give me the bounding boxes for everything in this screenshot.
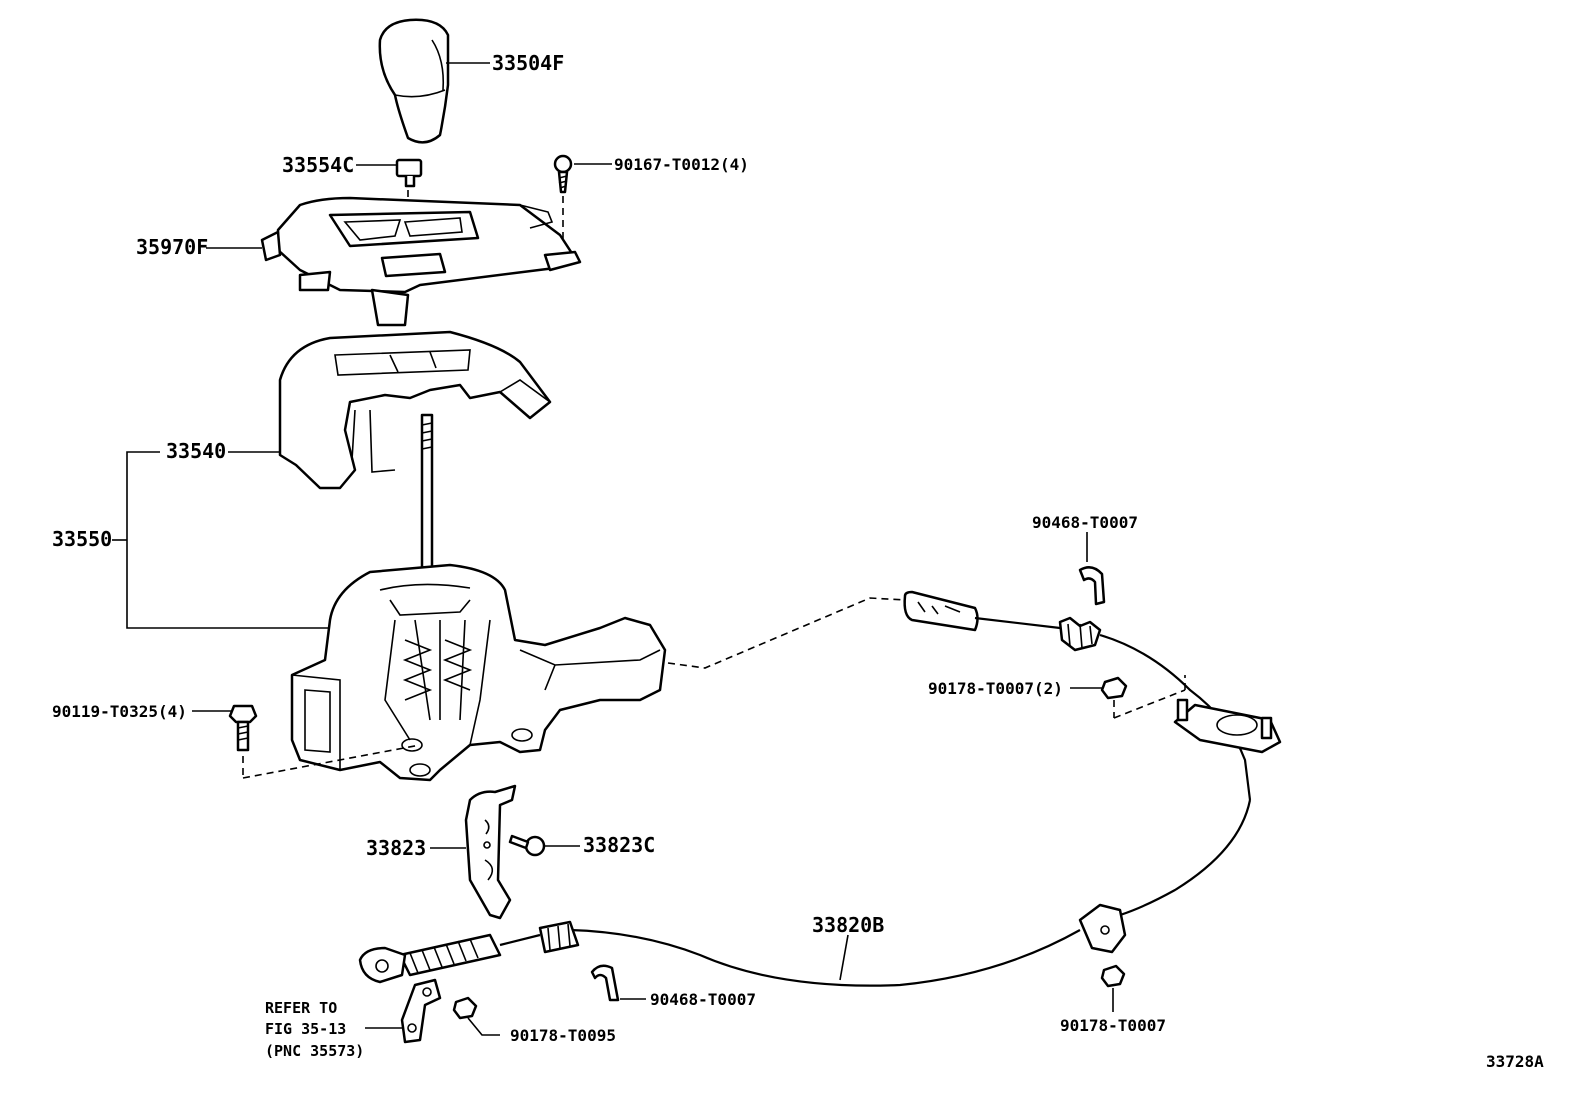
cable-mount-plate <box>1173 698 1282 754</box>
label-33504f: 33504F <box>492 51 564 75</box>
label-90178-upper: 90178-T0007(2) <box>928 679 1063 698</box>
label-35970f: 35970F <box>136 235 208 259</box>
label-90468-lower: 90468-T0007 <box>650 990 756 1009</box>
clip-90468-upper <box>1078 566 1106 606</box>
label-33540: 33540 <box>166 439 226 463</box>
cable-end-upper <box>903 590 1252 801</box>
nut-90178-upper <box>1100 676 1128 700</box>
bolt-33823c <box>508 834 546 857</box>
label-90178-right: 90178-T0007 <box>1060 1016 1166 1035</box>
shift-button-clip <box>395 158 423 188</box>
indicator-housing <box>260 196 582 327</box>
lever-base <box>290 563 667 782</box>
refer-line-2: FIG 35-13 <box>265 1020 346 1038</box>
label-90178-t0095: 90178-T0095 <box>510 1026 616 1045</box>
clip-90468-lower <box>590 964 620 1002</box>
label-90119: 90119-T0325(4) <box>52 702 187 721</box>
shift-cable <box>358 799 1252 987</box>
small-bracket <box>400 978 442 1044</box>
label-33823: 33823 <box>366 836 426 860</box>
nut-90178-right <box>1100 964 1126 988</box>
label-90167: 90167-T0012(4) <box>614 155 749 174</box>
label-33554c: 33554C <box>282 153 354 177</box>
lever-cover <box>278 330 552 490</box>
figure-id: 33728A <box>1486 1052 1544 1071</box>
bolt-90119 <box>228 704 258 752</box>
label-33820b: 33820B <box>812 913 884 937</box>
screw-90167 <box>553 154 573 194</box>
shift-knob <box>378 18 450 144</box>
label-90468-upper: 90468-T0007 <box>1032 513 1138 532</box>
refer-line-3: (PNC 35573) <box>265 1042 364 1060</box>
nut-90178-t0095 <box>452 996 478 1020</box>
cable-bracket <box>464 784 517 920</box>
refer-line-1: REFER TO <box>265 999 337 1017</box>
label-33823c: 33823C <box>583 833 655 857</box>
label-33550: 33550 <box>52 527 112 551</box>
lever-rod <box>420 413 434 582</box>
